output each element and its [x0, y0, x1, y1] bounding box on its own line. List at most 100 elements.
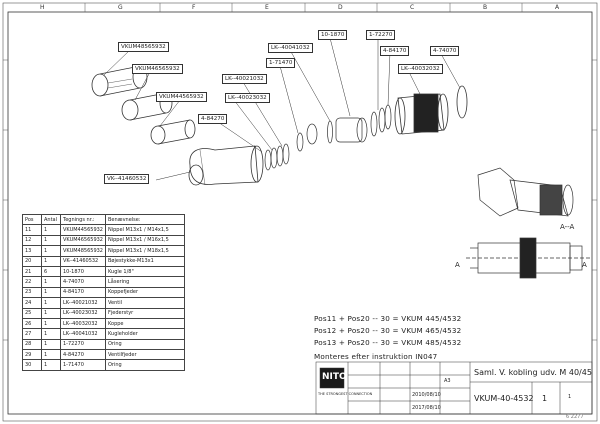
section-label-aa: A--A — [560, 223, 575, 231]
bom-cell: Kugle 1/8" — [105, 265, 185, 278]
callout-lk40032032: LK--40032032 — [398, 64, 443, 74]
date-checked: 2017/08/10 — [412, 405, 441, 411]
bom-cell: Pos — [22, 213, 42, 226]
part-sleeve — [394, 85, 468, 135]
bom-cell: 1 — [41, 317, 61, 330]
bom-cell: VKUM44565932 — [60, 224, 106, 236]
pos-note-2: Pos12 + Pos20 -- 30 = VKUM 465/4532 — [314, 326, 462, 335]
bom-cell: 1 — [41, 286, 61, 299]
pos-note-1: Pos11 + Pos20 -- 30 = VKUM 445/4532 — [314, 314, 462, 323]
bom-cell: LK--40021032 — [60, 297, 106, 309]
bom-cell: 1 — [41, 234, 61, 247]
bom-cell: 1 — [41, 328, 61, 340]
zone-e: E — [265, 4, 269, 11]
bom-cell: Kugleholder — [105, 328, 185, 340]
pos-note-3: Pos13 + Pos20 -- 30 = VKUM 485/4532 — [314, 338, 462, 347]
zone-c: C — [410, 4, 415, 11]
bom-cell: 1 — [41, 359, 61, 371]
callout-1-71470: 1-71470 — [266, 58, 296, 68]
bom-cell: 1 — [41, 224, 61, 236]
bom-cell: Låsering — [105, 276, 185, 288]
bom-cell: Nippel M13x1 / M16x1,5 — [105, 234, 185, 247]
section-arrow-left: A — [455, 261, 460, 269]
bom-cell: 26 — [22, 317, 42, 330]
bom-cell: Koppe — [105, 317, 185, 330]
callout-vk41460532: VK--41460532 — [104, 174, 150, 184]
bom-cell: Antal — [41, 213, 61, 226]
footer-code: 6 2277 — [566, 414, 584, 420]
sheet-number: 1 — [542, 394, 548, 403]
bom-cell: 6 — [41, 265, 61, 278]
bom-cell: Bøjestykke-M13x1 — [105, 255, 185, 267]
bom-cell: VKUM46565932 — [60, 234, 106, 247]
bom-cell: 1 — [41, 245, 61, 257]
zone-g: G — [118, 4, 123, 11]
callout-1-72270: 1-72270 — [366, 30, 396, 40]
callout-vkum46565932: VKUM46565932 — [132, 64, 183, 74]
zone-d: D — [338, 4, 343, 11]
section-arrow-right: A — [582, 261, 587, 269]
callout-lk40041032: LK--40041032 — [268, 43, 313, 53]
callout-4-84170: 4-84170 — [380, 46, 410, 56]
bom-cell: 1 — [41, 307, 61, 319]
bom-cell: Oring — [105, 338, 185, 351]
callout-lk40021032: LK--40021032 — [222, 74, 267, 84]
bom-cell: 1 — [41, 297, 61, 309]
callout-vkum44565932: VKUM44565932 — [156, 92, 207, 102]
bom-cell: 11 — [22, 224, 42, 236]
bom-cell: 13 — [22, 245, 42, 257]
section-view-aa — [466, 237, 592, 279]
paper-format: A3 — [444, 378, 451, 384]
drawing-title: Saml. V. kobling udv. M 40/45 — [474, 368, 592, 377]
revision: 1 — [568, 394, 572, 400]
bom-cell: VK--41460532 — [60, 255, 106, 267]
bom-cell: 1 — [41, 338, 61, 351]
bom-cell: 20 — [22, 255, 42, 267]
bom-cell: Oring — [105, 359, 185, 371]
bom-cell: Tegnings nr.: — [60, 213, 106, 226]
bom-cell: 4-74070 — [60, 276, 106, 288]
callout-lk40023032: LK--40023032 — [225, 93, 270, 103]
bom-cell: 23 — [22, 286, 42, 299]
bom-cell: 25 — [22, 307, 42, 319]
bom-cell: Nippel M13x1 / M14x1,5 — [105, 224, 185, 236]
bom-cell: Ventilfjeder — [105, 349, 185, 361]
part-elbow-body — [188, 145, 264, 186]
bom-cell: LK--40041032 — [60, 328, 106, 340]
bom-cell: 12 — [22, 234, 42, 247]
callout-4-84270: 4-84270 — [198, 114, 228, 124]
bom-cell: 1-71470 — [60, 359, 106, 371]
zone-a: A — [555, 4, 560, 11]
bom-cell: Benævnelse: — [105, 213, 185, 226]
callout-vkum48565932: VKUM48565932 — [118, 42, 169, 52]
bom-cell: Fjederstyr — [105, 307, 185, 319]
date-drawn: 2010/08/10 — [412, 392, 441, 398]
logo-tagline: THE STRONGEST CONNECTION — [318, 392, 373, 396]
bom-cell: Koppefjeder — [105, 286, 185, 299]
bom-cell: 4-84270 — [60, 349, 106, 361]
zone-b: B — [483, 4, 488, 11]
bom-cell: VKUM48565932 — [60, 245, 106, 257]
bom-cell: 1-72270 — [60, 338, 106, 351]
nito-logo: NITO — [322, 372, 347, 382]
bom-cell: 30 — [22, 359, 42, 371]
bom-cell: 21 — [22, 265, 42, 278]
zone-h: H — [40, 4, 45, 11]
bom-cell: 1 — [41, 349, 61, 361]
bom-cell: 1 — [41, 276, 61, 288]
